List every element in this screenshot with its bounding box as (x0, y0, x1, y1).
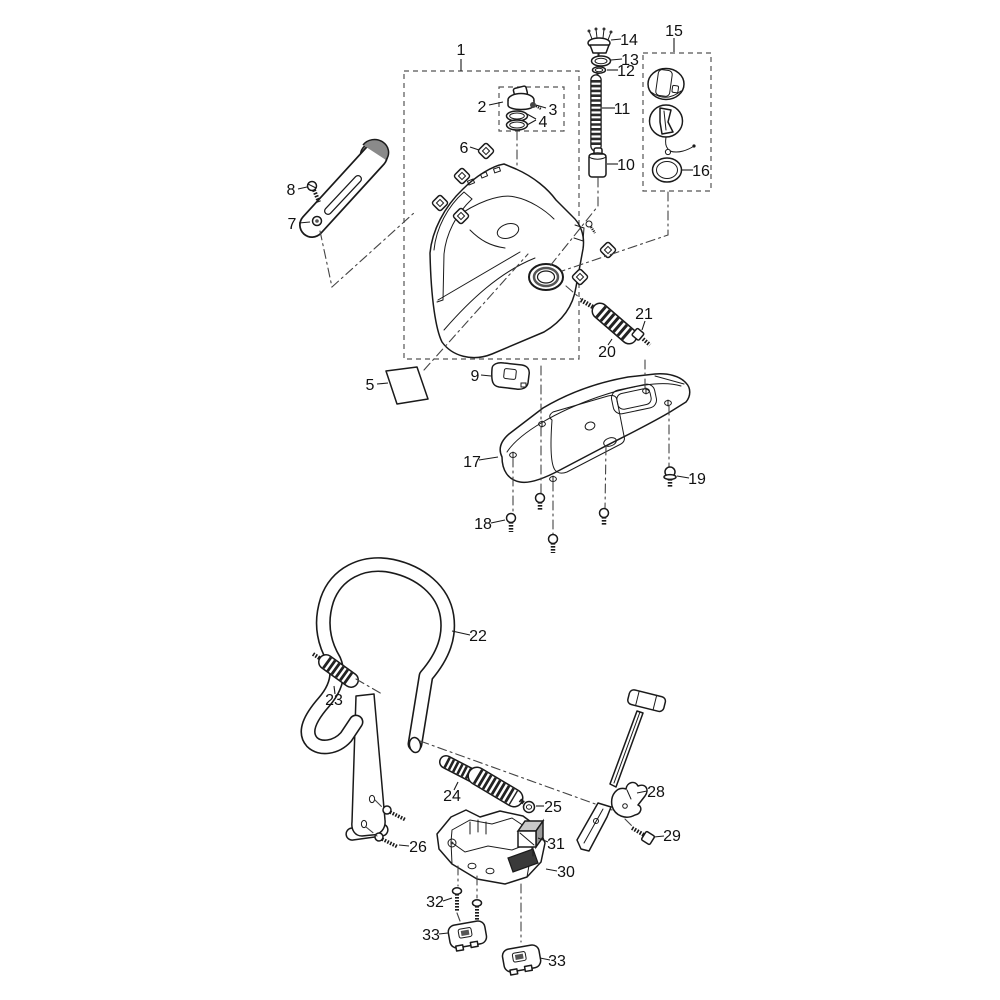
part-14-tank-vent (587, 27, 613, 61)
callout-33a: 33 (422, 927, 440, 944)
callout-19: 19 (688, 471, 706, 488)
decal-pointer-line (423, 253, 529, 371)
callout-9: 9 (471, 368, 480, 385)
part-3-valve-screw (530, 102, 542, 111)
callout-7: 7 (288, 216, 297, 233)
callout-17: 17 (463, 454, 481, 471)
filter-axis-lower (549, 177, 599, 267)
callout-12: 12 (617, 63, 635, 80)
part-20-damper-spring (579, 298, 638, 345)
callout-29: 29 (663, 828, 681, 845)
callout-25: 25 (544, 799, 562, 816)
callout-14: 14 (620, 32, 638, 49)
screw32a-axis2 (456, 912, 461, 922)
bar-guard (576, 802, 612, 852)
part-21-spring-screw (631, 327, 652, 347)
callout-33b: 33 (548, 953, 566, 970)
callout-16: 16 (692, 163, 710, 180)
spring23-axis (355, 678, 383, 695)
part-11-fuel-line-spring (590, 71, 602, 152)
callout-18: 18 (474, 516, 492, 533)
leader-lines (297, 38, 693, 961)
part-12-washer (591, 66, 607, 74)
callout-5: 5 (366, 377, 375, 394)
part-5-decal (385, 366, 429, 405)
callout-21: 21 (635, 306, 653, 323)
screw26a-axis (374, 799, 385, 810)
part-18-plate-screw (505, 512, 517, 532)
callout-23: 23 (325, 692, 343, 709)
part-32-bracket-screws (451, 887, 483, 921)
callout-1: 1 (457, 42, 466, 59)
callout-2: 2 (478, 99, 487, 116)
callout-24: 24 (443, 788, 461, 805)
callout-11: 11 (614, 101, 631, 118)
assembly-box-1 (403, 70, 580, 360)
part-33-clamp-a (447, 920, 488, 952)
part-19-plate-screw (663, 466, 677, 488)
part-23-handle-spring (311, 652, 359, 688)
callout-13: 13 (621, 52, 639, 69)
callout-4: 4 (539, 114, 548, 131)
callout-30: 30 (557, 864, 575, 881)
part-33-clamp-b (501, 944, 542, 976)
callout-6: 6 (460, 140, 469, 157)
fuel-cap-box-15 (642, 52, 712, 192)
plate-screw-d (547, 533, 559, 553)
part-16-cap-o-ring (651, 157, 683, 183)
part-4-o-rings (505, 110, 529, 131)
part-22-handlebar-tube (300, 557, 456, 755)
handlebar-main-axis (419, 740, 613, 811)
plate-axis-f (604, 445, 607, 510)
callout-3: 3 (549, 102, 558, 119)
part-2-vent-valve (507, 85, 535, 111)
part-1-tank-housing (429, 163, 596, 359)
callout-8: 8 (287, 182, 296, 199)
spring20-axis (565, 285, 582, 300)
part-29-holder-screw (630, 826, 656, 846)
part-28-tool-holder (610, 781, 648, 818)
part-13-grommet-ring (590, 55, 612, 67)
part-25-spring-screw (518, 798, 536, 814)
plate-screw-c (598, 507, 610, 526)
screw29-axis (624, 818, 633, 827)
part-31-cube-damper (516, 818, 545, 857)
screw26b-axis (365, 826, 378, 837)
plate-screw-b (534, 492, 546, 511)
callout-10: 10 (617, 157, 635, 174)
part-6-clips (431, 142, 617, 286)
grip-pointer-line (319, 211, 416, 289)
callout-31: 31 (547, 836, 565, 853)
scrench-tool (609, 689, 667, 788)
part-15-fuel-cap (647, 67, 696, 156)
part-8-grip-screw (306, 180, 321, 203)
part-9-bumper (491, 362, 530, 390)
callout-15: 15 (665, 23, 683, 40)
plate-screw-holes (509, 387, 672, 483)
callout-20: 20 (598, 344, 616, 361)
part-24-vibration-spring (439, 755, 524, 808)
part-7-grip-cover (299, 138, 390, 238)
part-17-base-plate (499, 373, 691, 484)
part-10-fuel-filter (588, 147, 607, 178)
callout-labels: 1 2 3 4 5 6 7 8 9 10 11 12 13 14 15 16 1… (287, 23, 710, 970)
part-30-handle-bracket (436, 809, 546, 885)
callout-26: 26 (409, 839, 427, 856)
callout-22: 22 (469, 628, 487, 645)
part-26-handle-screws (374, 805, 407, 849)
cap-axis (561, 191, 669, 272)
callout-32: 32 (426, 894, 444, 911)
callout-28: 28 (647, 784, 665, 801)
